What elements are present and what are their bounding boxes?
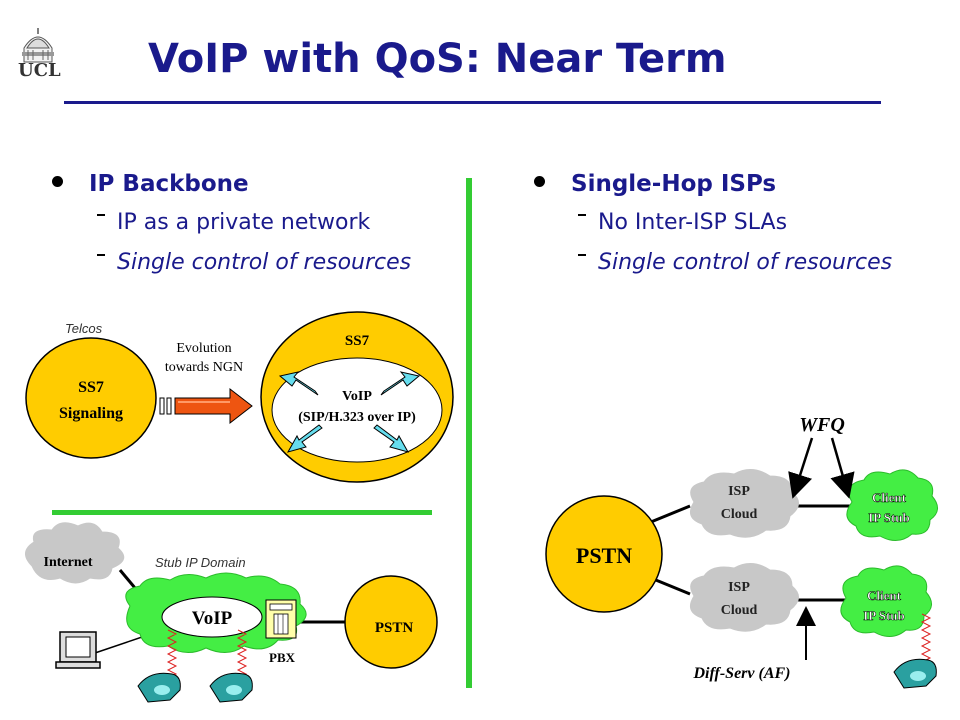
client1-line1: Client: [872, 490, 907, 505]
evolution-line2: towards NGN: [165, 360, 243, 375]
pstn-left-label: PSTN: [375, 620, 414, 636]
antenna-coil-icon: [920, 613, 932, 663]
bullet-icon: [52, 176, 63, 187]
isp1-line1: ISP: [728, 484, 750, 499]
ss7-signaling-line2: Signaling: [59, 405, 123, 422]
left-item-2-text: Single control of resources: [117, 250, 412, 275]
dash-icon: [578, 214, 586, 216]
link-pstn-isp1: [645, 504, 691, 526]
right-item-2: Single control of resources: [578, 250, 892, 275]
dash-icon: [97, 254, 105, 256]
client2-line2: IP Stub: [863, 608, 905, 623]
client-stub-cloud-1: Client IP Stub: [846, 469, 938, 541]
voip-arrows: [278, 371, 421, 453]
page-title: VoIP with QoS: Near Term: [148, 36, 727, 82]
logo-text: UCL: [18, 60, 61, 81]
voip-label: VoIP: [192, 608, 233, 629]
voip-green-cloud: VoIP: [125, 572, 307, 653]
voip-inner-line1: VoIP: [342, 389, 372, 404]
ss7-signaling-line1: SS7: [78, 379, 104, 396]
right-heading-text: Single-Hop ISPs: [571, 171, 777, 197]
bullet-icon: [534, 176, 545, 187]
left-item-1: IP as a private network: [97, 210, 370, 235]
left-item-1-text: IP as a private network: [117, 210, 371, 235]
isp1-line2: Cloud: [721, 507, 758, 522]
title-underline: [64, 101, 881, 104]
horizontal-divider: [52, 510, 432, 515]
internet-cloud: Internet: [25, 522, 125, 584]
ss7-top-label: SS7: [345, 333, 370, 349]
wfq-arrow-1: [788, 437, 814, 499]
stub-domain-label: Stub IP Domain: [155, 555, 246, 570]
telephone-icon: [209, 672, 253, 703]
client1-line2: IP Stub: [868, 510, 910, 525]
pstn-right-label: PSTN: [576, 543, 632, 568]
left-heading: IP Backbone: [52, 171, 249, 197]
pstn-left-circle: [344, 575, 438, 669]
antenna-coil-icon: [166, 629, 248, 679]
isp-cloud-2: ISP Cloud: [689, 563, 799, 632]
pstn-right-circle: [545, 495, 663, 613]
voip-inner-line2: (SIP/H.323 over IP): [298, 410, 416, 425]
right-item-1: No Inter-ISP SLAs: [578, 210, 787, 235]
pbx-label: PBX: [269, 650, 296, 665]
client2-line1: Client: [867, 588, 902, 603]
telephone-icon: [893, 658, 937, 689]
wfq-arrow-2: [830, 437, 855, 499]
right-heading: Single-Hop ISPs: [534, 171, 776, 197]
telephone-icon: [137, 672, 181, 703]
telcos-label: Telcos: [65, 321, 103, 336]
isp2-line2: Cloud: [721, 603, 758, 618]
diffserv-label: Diff-Serv (AF): [692, 665, 790, 682]
computer-icon: [55, 631, 101, 669]
vertical-divider: [466, 178, 472, 688]
client-stub-cloud-2: Client IP Stub: [840, 565, 932, 637]
left-heading-text: IP Backbone: [89, 171, 249, 197]
wfq-label: WFQ: [799, 414, 845, 436]
isp2-line1: ISP: [728, 580, 750, 595]
link-computer-voip: [91, 635, 146, 655]
dash-icon: [97, 214, 105, 216]
internet-label: Internet: [44, 555, 93, 570]
isp-cloud-1: ISP Cloud: [689, 469, 799, 538]
evolution-line1: Evolution: [176, 341, 231, 356]
right-item-1-text: No Inter-ISP SLAs: [598, 210, 788, 235]
left-item-2: Single control of resources: [97, 250, 411, 275]
evolution-arrow-icon: [159, 387, 253, 425]
pbx-icon: [265, 599, 297, 639]
ss7-signaling-circle: [25, 337, 157, 459]
dash-icon: [578, 254, 586, 256]
right-item-2-text: Single control of resources: [598, 250, 893, 275]
